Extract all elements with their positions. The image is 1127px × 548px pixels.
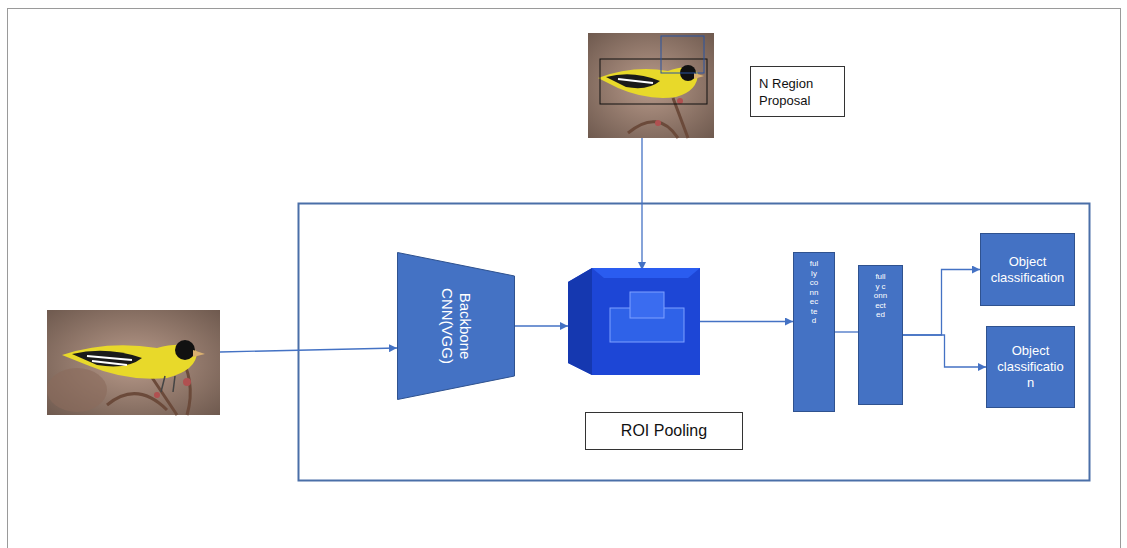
connector-arrow <box>903 270 980 336</box>
node-label: ROI Pooling <box>585 412 743 450</box>
node-text: Object classification <box>995 343 1066 391</box>
connector-arrow <box>700 321 793 322</box>
fully-connected-layer: fully connected <box>793 252 835 412</box>
input-arrow <box>220 348 397 352</box>
connector-arrow <box>515 325 568 326</box>
region-proposal-image <box>588 33 714 138</box>
node-text: N Region Proposal <box>759 75 836 109</box>
fully-connected-layer: fully connected <box>858 265 903 405</box>
proposal-arrow <box>641 138 642 270</box>
output-box: Object classification <box>986 326 1075 408</box>
node-text: fully connected <box>810 259 819 411</box>
model-container <box>299 204 1090 481</box>
output-box: Object classification <box>980 233 1075 306</box>
node-text: fully connected <box>874 272 888 404</box>
connector-arrow <box>835 331 858 332</box>
backbone-trapezoid: Backbone CNN(VGG) <box>397 252 515 400</box>
page-frame <box>8 9 1121 548</box>
cube-shape <box>568 268 700 375</box>
node-text: Backbone CNN(VGG) <box>438 261 474 391</box>
roi-pooling-cube: ROI Pooling <box>568 268 700 375</box>
connector-arrow <box>903 335 986 367</box>
input-bird-image <box>47 310 220 415</box>
node-text: Object classification <box>989 254 1066 286</box>
label-box: N Region Proposal <box>750 66 845 117</box>
